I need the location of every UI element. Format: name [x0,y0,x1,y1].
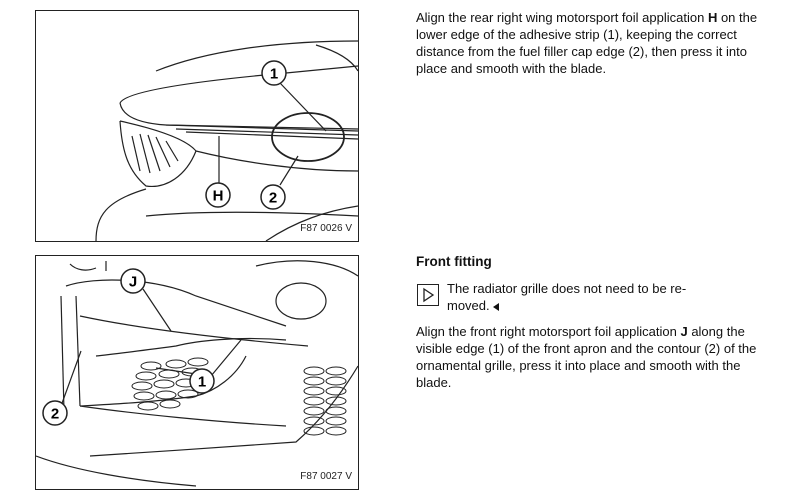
instruction-text: Align the front right motorsport foil ap… [416,324,681,339]
figure-rear-wing: 1 H 2 F87 0026 V [35,10,359,242]
front-instruction: Align the front right motorsport foil ap… [416,323,766,391]
rear-wing-illustration: 1 H 2 [95,40,358,241]
callout-1: 1 [270,66,278,83]
end-marker-icon [492,303,499,311]
section-heading: Front fitting [416,254,492,269]
callout-2: 2 [51,406,59,423]
figure-code: F87 0027 V [300,471,352,482]
instruction-text: along the visible edge (1) of the front … [416,324,757,390]
note-content: The radiator grille does not need to be … [447,281,687,313]
part-label: H [707,10,718,25]
part-label: J [680,324,688,339]
callout-1: 1 [198,374,206,391]
instruction-text: on the lower edge of the adhesive strip … [416,10,758,76]
callout-j: J [129,274,137,291]
figure-front-apron: J 1 2 F87 0027 V [35,255,359,490]
instruction-text: Align the rear right wing motorsport foi… [416,10,708,25]
note-icon [417,284,439,306]
callout-h: H [213,188,224,205]
rear-wing-instruction: Align the rear right wing motorsport foi… [416,9,766,77]
callout-2: 2 [269,190,277,207]
front-apron-illustration: J 1 2 [36,260,358,487]
figure-code: F87 0026 V [300,223,352,234]
note-text: The radiator grille does not need to be … [447,280,727,314]
